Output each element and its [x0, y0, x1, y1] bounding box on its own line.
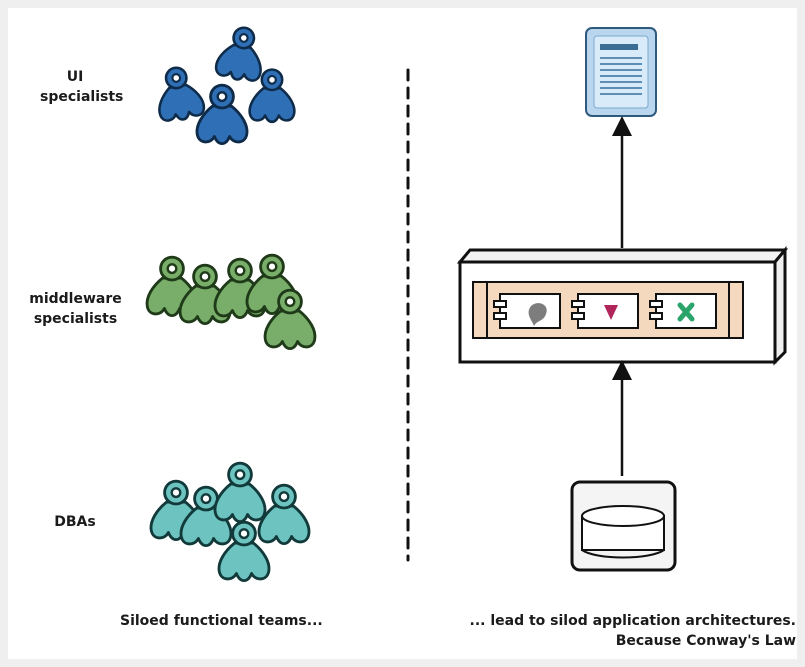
dba-person-icon [217, 520, 271, 583]
middleware-person-icon [263, 288, 317, 351]
dba-person-icon [213, 461, 267, 524]
ui-person-icon [158, 66, 206, 122]
middleware-specialists-group [145, 253, 317, 351]
ui-specialists-group [158, 26, 296, 146]
component-green [649, 293, 717, 329]
ui-label-line2: specialists [40, 89, 124, 105]
ui-person-icon [214, 26, 262, 82]
right-caption-line2: Because Conway's Law [615, 633, 796, 649]
dbas-label-line1: DBAs [54, 514, 96, 530]
middleware-specialists-label: middleware specialists [18, 289, 133, 329]
right-caption: ... lead to silod application architectu… [430, 611, 797, 651]
left-caption: Siloed functional teams... [120, 613, 323, 629]
component-red [571, 293, 639, 329]
ui-person-icon [248, 68, 296, 124]
middleware-label-line2: specialists [33, 311, 118, 327]
dba-person-icon [257, 483, 311, 546]
ui-label-line1: UI [66, 69, 84, 85]
database-server-icon [570, 480, 677, 572]
ui-person-icon [195, 83, 249, 146]
document-icon [585, 27, 657, 117]
ui-specialists-label: UI specialists [40, 67, 124, 107]
right-caption-line1: ... lead to silod application architectu… [469, 613, 797, 629]
dbas-group [149, 461, 311, 583]
dbas-label: DBAs [40, 512, 110, 532]
component-gray [493, 293, 561, 329]
middleware-label-line1: middleware [29, 291, 122, 307]
application-box [456, 245, 789, 366]
